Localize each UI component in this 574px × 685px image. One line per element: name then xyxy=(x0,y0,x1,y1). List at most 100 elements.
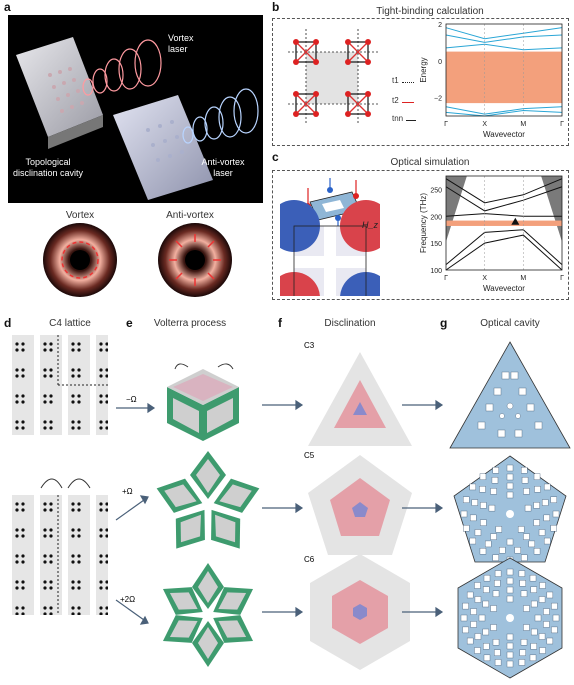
air-hole xyxy=(531,628,538,636)
svg-text:C6: C6 xyxy=(304,555,315,564)
band-line-4 xyxy=(445,234,563,271)
air-hole xyxy=(533,473,541,480)
air-hole xyxy=(494,659,502,666)
panel-label-e: e xyxy=(126,316,133,330)
band-line-0 xyxy=(445,27,563,40)
lattice-site xyxy=(105,374,108,378)
lattice-site xyxy=(77,426,81,430)
air-hole xyxy=(533,548,541,555)
air-hole xyxy=(506,464,514,472)
tight-binding-lattice xyxy=(288,29,378,124)
lattice-site xyxy=(71,586,75,590)
lattice-site xyxy=(43,502,47,506)
air-hole xyxy=(499,546,506,554)
lattice-site xyxy=(77,400,81,404)
svg-text:C5: C5 xyxy=(304,451,315,460)
plot-frame xyxy=(445,23,563,117)
lattice-site xyxy=(71,508,75,512)
air-hole xyxy=(519,580,526,587)
air-hole xyxy=(538,633,546,640)
optical-unit-cell xyxy=(280,178,380,296)
y-tick-label: −2 xyxy=(434,96,442,103)
panel-label-c: c xyxy=(272,150,279,164)
cavity-hexagon xyxy=(457,557,563,679)
air-hole xyxy=(523,624,530,631)
band-line-1 xyxy=(445,34,563,43)
lattice-site xyxy=(99,502,103,506)
lattice-site xyxy=(43,342,47,346)
svg-text:+Ω: +Ω xyxy=(122,487,133,496)
air-hole xyxy=(506,633,514,641)
lattice-site xyxy=(43,554,47,558)
lattice-site xyxy=(15,502,19,506)
lattice-site xyxy=(49,502,53,506)
lattice-site xyxy=(77,534,81,538)
lattice-site xyxy=(105,534,108,538)
lattice-site xyxy=(71,560,75,564)
volterra-pentagon-petals xyxy=(151,451,265,560)
lattice-site xyxy=(21,534,25,538)
lattice-site xyxy=(99,528,103,532)
y-axis-label: Frequency (THz) xyxy=(419,193,428,253)
lattice-site xyxy=(77,612,81,615)
air-hole xyxy=(466,591,474,599)
lattice-site xyxy=(21,502,25,506)
volterra-hexagon-petals xyxy=(154,563,262,667)
lattice-site xyxy=(15,394,19,398)
panel-c-box xyxy=(272,170,569,300)
lattice-site xyxy=(99,374,103,378)
lattice-site xyxy=(21,560,25,564)
lattice-site xyxy=(49,420,53,424)
lattice-site xyxy=(99,612,103,615)
x-tick-label: M xyxy=(520,275,526,282)
lattice-site xyxy=(15,508,19,512)
air-hole xyxy=(492,554,499,561)
lattice-site xyxy=(21,528,25,532)
lattice-site xyxy=(99,426,103,430)
op-minus: −Ω xyxy=(126,395,137,404)
air-hole xyxy=(474,647,481,654)
optical-cavities xyxy=(402,341,571,679)
lattice-site xyxy=(77,420,81,424)
air-hole xyxy=(490,488,497,495)
lattice-site xyxy=(49,368,53,372)
lattice-site xyxy=(43,612,47,615)
lattice-site xyxy=(15,580,19,584)
air-hole xyxy=(546,591,554,599)
lattice-site xyxy=(99,586,103,590)
lattice-site xyxy=(49,554,53,558)
lattice-site xyxy=(43,394,47,398)
lattice-site xyxy=(21,508,25,512)
lattice-column xyxy=(40,335,62,435)
air-hole xyxy=(544,537,551,545)
disclination-lattices: C3 C5 C6 xyxy=(262,341,412,670)
lattice-site xyxy=(105,394,108,398)
volterra-cube xyxy=(167,363,239,441)
lattice-site xyxy=(71,368,75,372)
air-hole xyxy=(520,590,528,597)
x-tick-label: M xyxy=(520,121,526,128)
plot-frame xyxy=(445,175,563,271)
air-hole xyxy=(474,596,482,603)
lattice-site xyxy=(21,554,25,558)
panel-label-f: f xyxy=(278,316,282,330)
lattice-site xyxy=(99,342,103,346)
y-tick-label: 0 xyxy=(438,59,442,66)
lattice-site xyxy=(71,374,75,378)
lattice-site xyxy=(49,508,53,512)
air-hole xyxy=(533,502,540,509)
air-hole xyxy=(480,502,487,509)
lattice-site xyxy=(105,426,108,430)
air-hole xyxy=(479,486,486,493)
volterra-process: −Ω +Ω +2Ω xyxy=(115,363,265,667)
air-hole xyxy=(538,596,546,603)
air-hole xyxy=(482,628,489,636)
air-hole xyxy=(514,546,521,554)
panel-label-a: a xyxy=(4,0,11,14)
air-hole xyxy=(523,488,530,495)
air-hole xyxy=(530,586,537,593)
air-hole xyxy=(543,514,550,522)
panel-d-title: C4 lattice xyxy=(49,318,91,329)
